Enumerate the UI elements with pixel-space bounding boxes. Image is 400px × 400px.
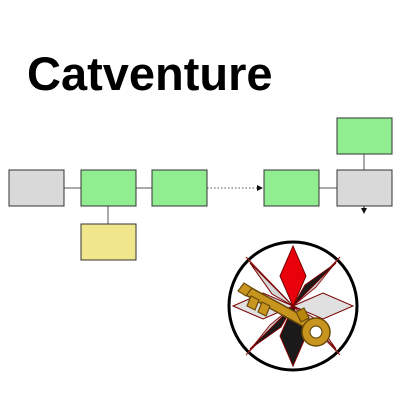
key-icon [237,282,331,347]
page-title: Catventure [27,47,273,100]
node-gray-end [336,169,393,207]
compass-star-emblem [227,240,359,372]
node-green-1 [80,169,137,207]
node-gray-start [8,169,65,207]
node-yellow [80,223,137,261]
node-green-top [336,117,393,155]
node-green-3 [263,169,320,207]
node-green-2 [151,169,208,207]
